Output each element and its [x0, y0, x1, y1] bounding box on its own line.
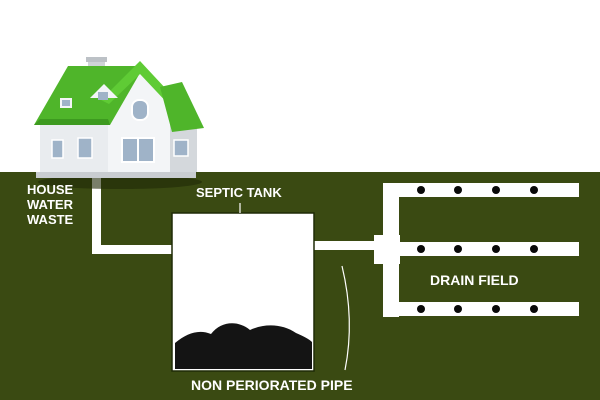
drain-hole	[417, 245, 425, 253]
drain-lateral-1	[383, 183, 579, 197]
drain-lateral-2	[383, 242, 579, 256]
drain-hole	[492, 186, 500, 194]
drain-hole	[530, 186, 538, 194]
drain-hole	[492, 245, 500, 253]
house-drain-pipe	[92, 178, 177, 254]
drain-hole	[530, 245, 538, 253]
drain-hole	[530, 305, 538, 313]
drain-hole	[492, 305, 500, 313]
pipe-label: NON PERIORATED PIPE	[191, 377, 353, 393]
drain-hole	[417, 186, 425, 194]
drain-hole	[454, 245, 462, 253]
drain-field-pipes	[383, 183, 579, 317]
house-water-waste-line-3: WASTE	[27, 212, 74, 227]
non-perforated-pipe	[312, 241, 378, 250]
house-water-waste-line-2: WATER	[27, 197, 74, 212]
drain-hole	[417, 305, 425, 313]
drain-lateral-3	[383, 302, 579, 316]
house-icon	[34, 57, 204, 189]
septic-tank	[171, 212, 315, 372]
sludge-layer	[175, 323, 312, 369]
drain-field-label: DRAIN FIELD	[430, 272, 519, 288]
drain-hole	[454, 305, 462, 313]
drain-hole	[454, 186, 462, 194]
drain-holes	[417, 186, 538, 313]
septic-tank-label: SEPTIC TANK	[196, 185, 282, 200]
house-water-waste-line-1: HOUSE	[27, 182, 74, 197]
pipe-leader-line	[341, 265, 350, 371]
